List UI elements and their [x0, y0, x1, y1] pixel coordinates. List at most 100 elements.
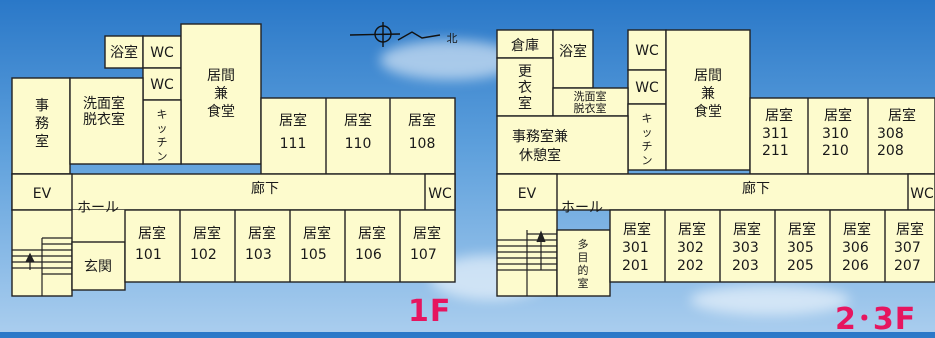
compass: 北: [349, 22, 458, 47]
room-number-301: 301: [622, 240, 649, 256]
room-word: 居室: [623, 221, 651, 238]
office-char: 務: [35, 116, 49, 132]
room-office-1f: [11, 77, 71, 175]
living-label-1: 居間: [694, 68, 722, 84]
room-number-105: 105: [300, 247, 327, 263]
room-number-305: 305: [787, 240, 814, 256]
room-block-bottom-23f: [609, 209, 935, 283]
dressing-label-1: 洗面室: [83, 95, 125, 112]
room-word: 居室: [888, 107, 916, 124]
room-number-303: 303: [732, 240, 759, 256]
room-number-107: 107: [410, 247, 437, 263]
room-dressing-1f: [69, 77, 144, 165]
room-ev-1f: [11, 173, 73, 211]
wc-label: WC: [150, 77, 174, 93]
room-number-103: 103: [245, 247, 272, 263]
corridor-label: 廊下: [251, 180, 279, 197]
rooms-bottom-1f: 居室 101 居室 102 居室 103 居室 105 居室 106 居室 10…: [135, 225, 441, 263]
plan-23f: 倉庫 浴室 WC WC 更 衣 室 洗面室 脱衣室 キ ッ チ ン 居間 兼 食…: [496, 29, 935, 297]
hall-1f: [72, 210, 125, 242]
room-number-203: 203: [732, 258, 759, 274]
room-living-1f: [180, 23, 262, 165]
room-number-111: 111: [280, 136, 307, 152]
room-changing: [496, 57, 554, 117]
kitchen-char: キ: [642, 112, 653, 125]
room-number-306: 306: [842, 240, 869, 256]
room-bath-23f: [552, 29, 594, 89]
north-label: 北: [447, 32, 458, 45]
kitchen-char: ッ: [642, 126, 653, 139]
room-multipurpose: [556, 229, 611, 297]
room-number-208: 208: [877, 143, 904, 159]
room-storage: [496, 29, 554, 59]
room-kitchen-1f: [142, 99, 182, 165]
room-number-206: 206: [842, 258, 869, 274]
room-kitchen-23f: [627, 103, 667, 171]
room-word: 居室: [248, 225, 276, 242]
multipurpose-char: 的: [578, 263, 589, 277]
wc-label: WC: [910, 186, 934, 202]
office-rest-label-1: 事務室兼: [512, 128, 568, 145]
room-number-110: 110: [345, 136, 372, 152]
room-wc-corridor-1f: [424, 173, 456, 211]
room-number-207: 207: [894, 258, 921, 274]
room-word: 居室: [303, 225, 331, 242]
hall-label: ホール: [77, 200, 119, 216]
kitchen-char: キ: [157, 108, 168, 121]
multipurpose-char: 室: [578, 276, 589, 290]
room-entrance-1f: [71, 241, 126, 291]
room-word: 居室: [358, 225, 386, 242]
room-word: 居室: [413, 225, 441, 242]
room-number-201: 201: [622, 258, 649, 274]
living-label-2: 兼: [701, 86, 715, 102]
room-number-311: 311: [762, 126, 789, 142]
room-word: 居室: [193, 225, 221, 242]
kitchen-char: チ: [642, 140, 653, 153]
room-wc2-23f: [627, 69, 667, 105]
storage-label: 倉庫: [511, 37, 539, 54]
changing-char: 更: [518, 64, 532, 80]
room-word: 居室: [408, 112, 436, 129]
room-number-108: 108: [409, 136, 436, 152]
kitchen-char: ッ: [157, 122, 168, 135]
room-word: 居室: [788, 221, 816, 238]
living-label-2: 兼: [214, 86, 228, 102]
wc-label: WC: [428, 186, 452, 202]
living-label-3: 食堂: [694, 103, 722, 120]
multipurpose-char: 多: [578, 237, 589, 251]
rooms-bottom-23f: 居室 301 201 居室 302 202 居室 303 203 居室 305 …: [622, 221, 924, 274]
room-number-308: 308: [877, 126, 904, 142]
kitchen-char: ン: [642, 154, 653, 167]
room-word: 居室: [678, 221, 706, 238]
room-bath-1f: [104, 35, 144, 69]
dressing-label-2: 脱衣室: [574, 101, 607, 115]
room-number-302: 302: [677, 240, 704, 256]
multipurpose-char: 目: [578, 251, 589, 264]
plan-1f: 浴室 WC WC 居間 兼 食堂 キ ッ チ ン 事 務 室 洗面室 脱衣室 居…: [11, 23, 456, 297]
room-block-top-23f: [749, 97, 935, 175]
room-word: 居室: [279, 112, 307, 129]
room-number-310: 310: [822, 126, 849, 142]
office-char: 事: [35, 98, 49, 114]
ev-label: EV: [518, 186, 537, 202]
room-number-307: 307: [894, 240, 921, 256]
room-word: 居室: [843, 221, 871, 238]
room-word: 居室: [896, 221, 924, 238]
room-word: 居室: [138, 225, 166, 242]
room-word: 居室: [344, 112, 372, 129]
room-number-210: 210: [822, 143, 849, 159]
wc-label: WC: [150, 45, 174, 61]
corridor-1f: [11, 173, 456, 211]
office-char: 室: [35, 133, 49, 150]
corridor-label: 廊下: [742, 180, 770, 197]
living-label-3: 食堂: [207, 103, 235, 120]
kitchen-char: チ: [157, 136, 168, 149]
changing-char: 室: [518, 95, 532, 112]
bath-label: 浴室: [559, 43, 587, 60]
office-rest-label-2: 休憩室: [519, 147, 561, 164]
dressing-label-1: 洗面室: [574, 89, 607, 103]
room-wc2-1f: [142, 67, 182, 101]
changing-char: 衣: [518, 80, 532, 96]
room-number-101: 101: [135, 247, 162, 263]
entrance-label: 玄関: [84, 258, 112, 275]
